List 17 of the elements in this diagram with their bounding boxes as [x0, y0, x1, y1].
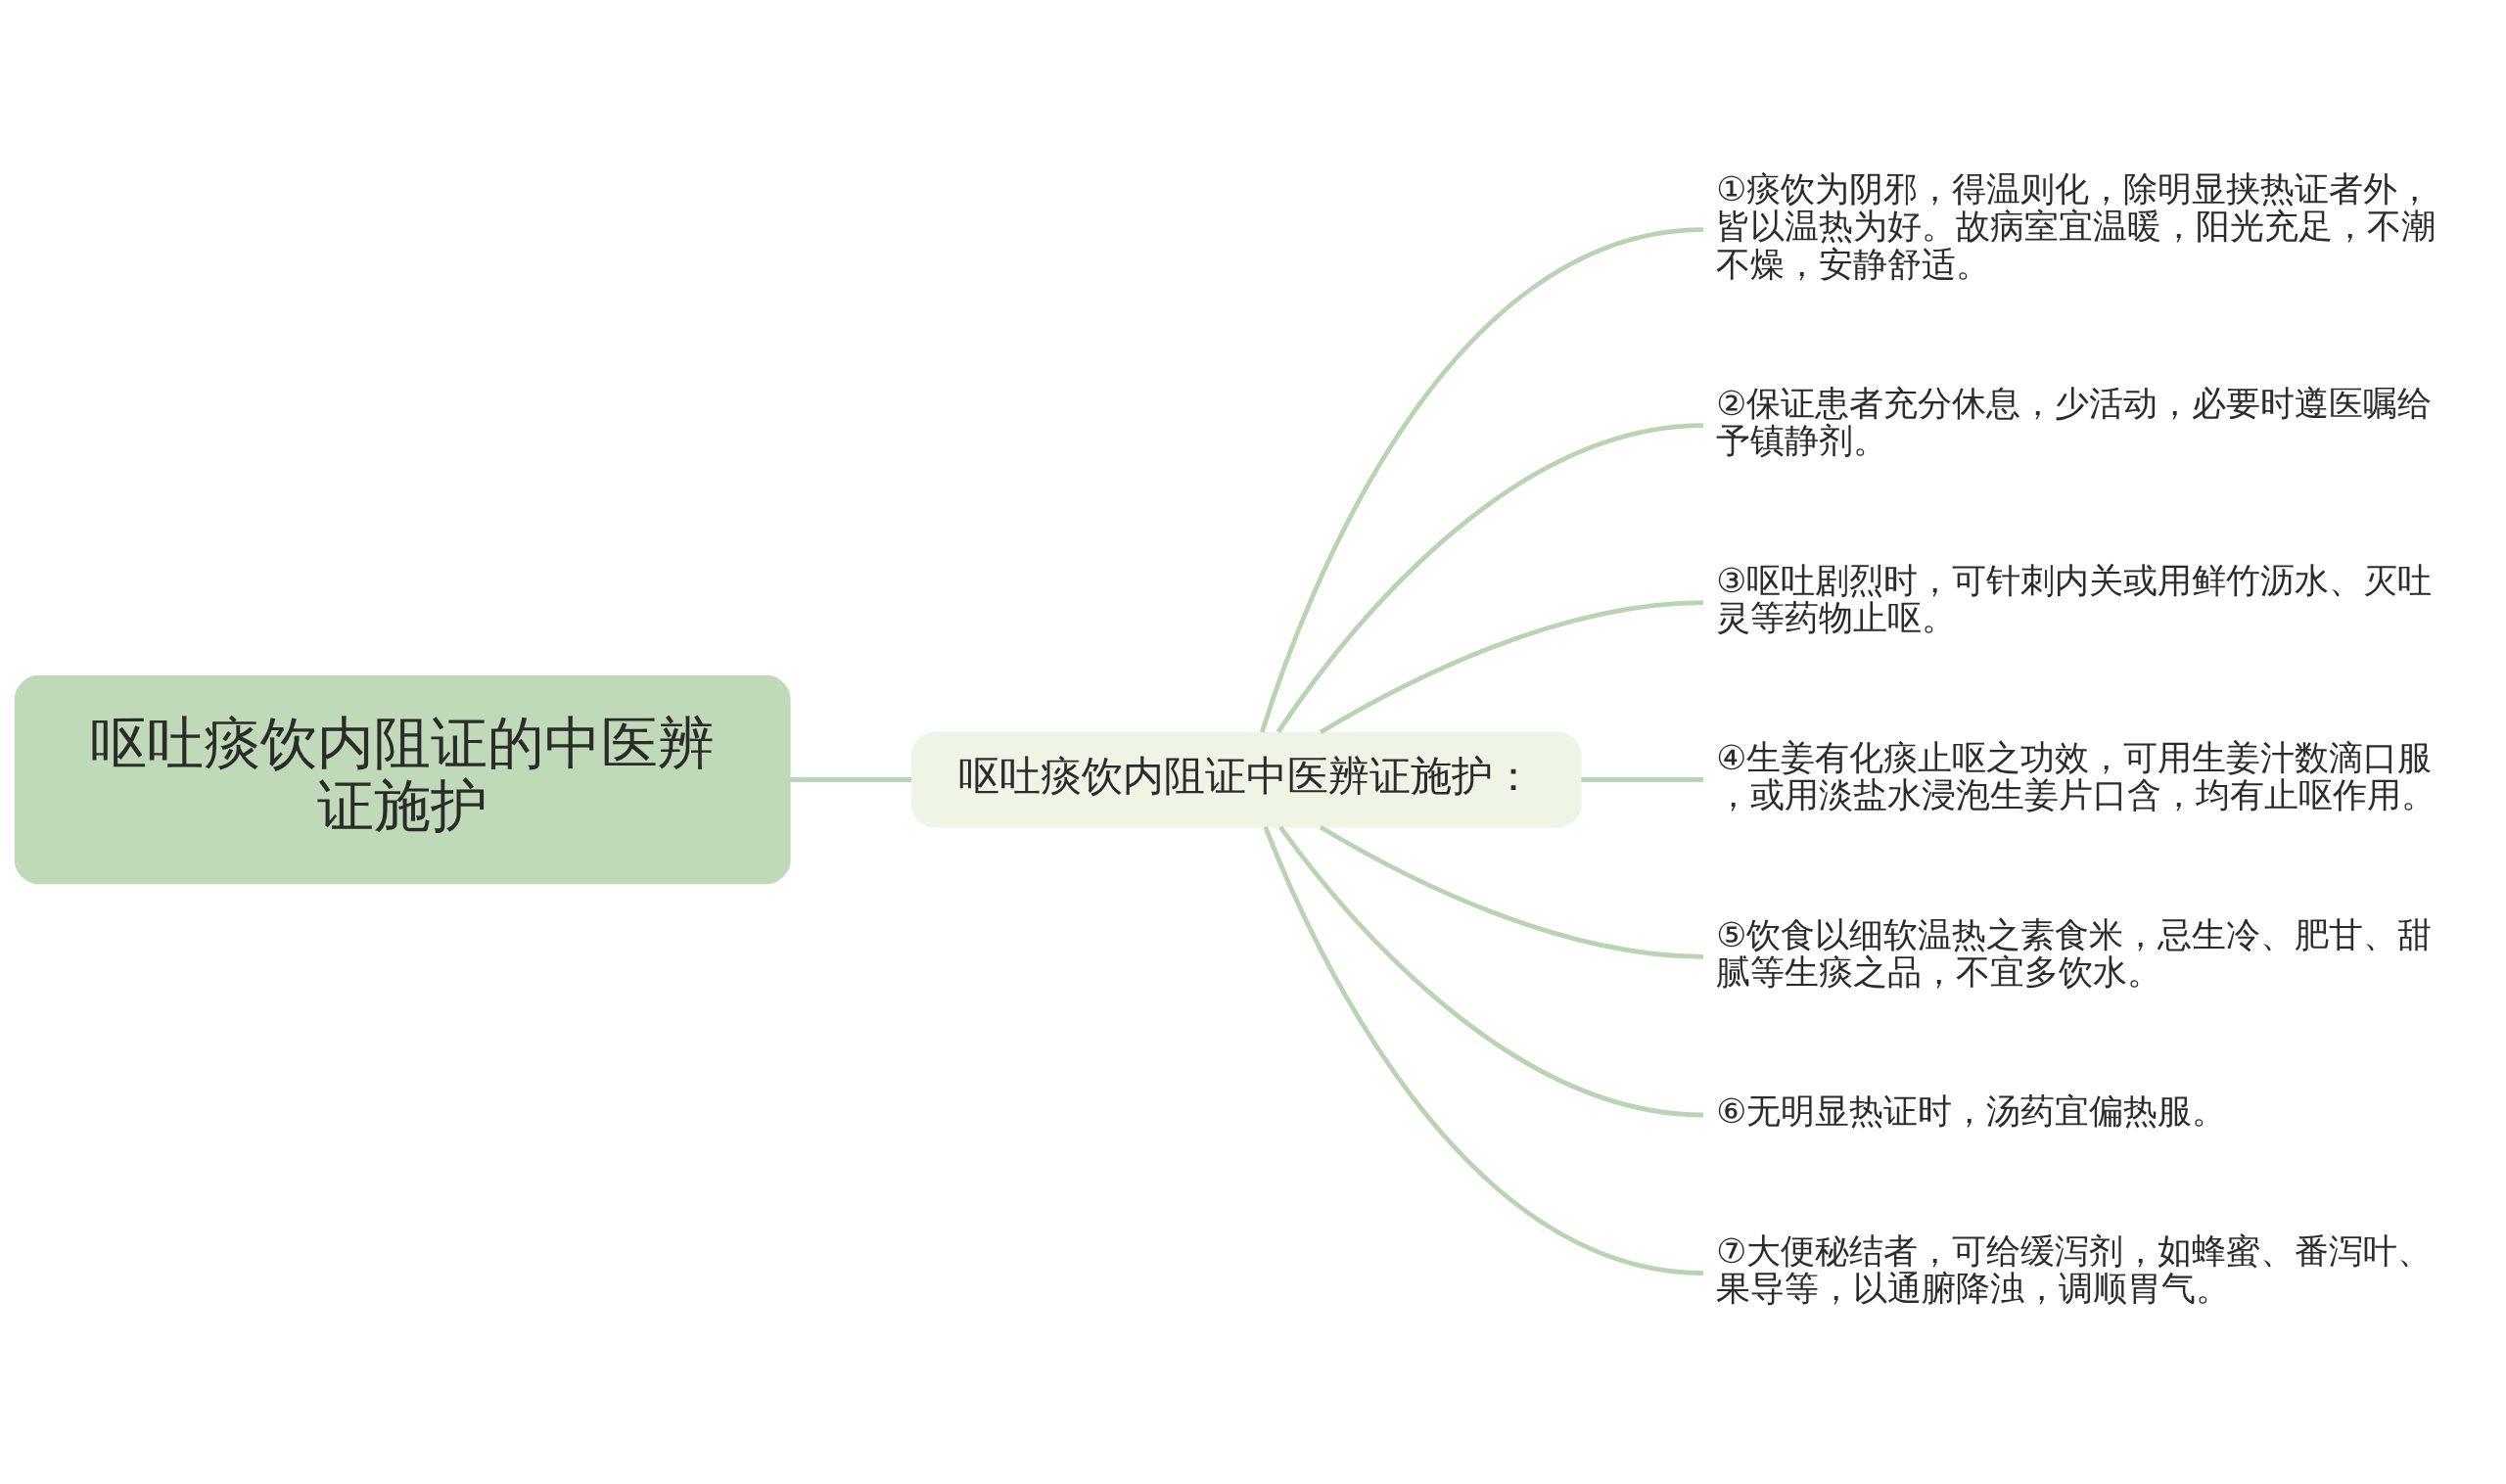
node-text: ⑤饮食以细软温热之素食米，忌生冷、肥甘、甜腻等生痰之品，不宜多饮水。 — [1716, 914, 2433, 993]
connector — [1276, 423, 1704, 734]
connector — [1319, 600, 1703, 735]
node-text: ④生姜有化痰止呕之功效，可用生姜汁数滴口服，或用淡盐水浸泡生姜片口含，均有止呕作用。 — [1716, 737, 2436, 815]
node-text: ⑦大便秘结者，可给缓泻剂，如蜂蜜、番泻叶、果导等，以通腑降浊，调顺胃气。 — [1716, 1230, 2433, 1309]
node-text: ⑥无明显热证时，汤药宜偏热服。 — [1716, 1091, 2227, 1132]
connector — [1581, 777, 1703, 782]
connector — [790, 777, 912, 782]
node-text: ①痰饮为阴邪，得温则化，除明显挟热证者外，皆以温热为好。故病室宜温暖，阳光充足，不潮不燥，安静舒适。 — [1716, 168, 2436, 284]
node-text: ③呕吐剧烈时，可针刺内关或用鲜竹沥水、灭吐灵等药物止呕。 — [1716, 560, 2433, 638]
connector — [1319, 824, 1703, 959]
connector — [1263, 825, 1704, 1276]
node-box: 呕吐痰饮内阻证中医辨证施护： — [910, 731, 1582, 828]
connector — [1259, 227, 1704, 733]
node-text: ②保证患者充分休息，少活动，必要时遵医嘱给予镇静剂。 — [1716, 383, 2433, 461]
connector — [1278, 825, 1704, 1118]
node-box: 呕吐痰饮内阻证的中医辨证施护 — [14, 674, 791, 885]
